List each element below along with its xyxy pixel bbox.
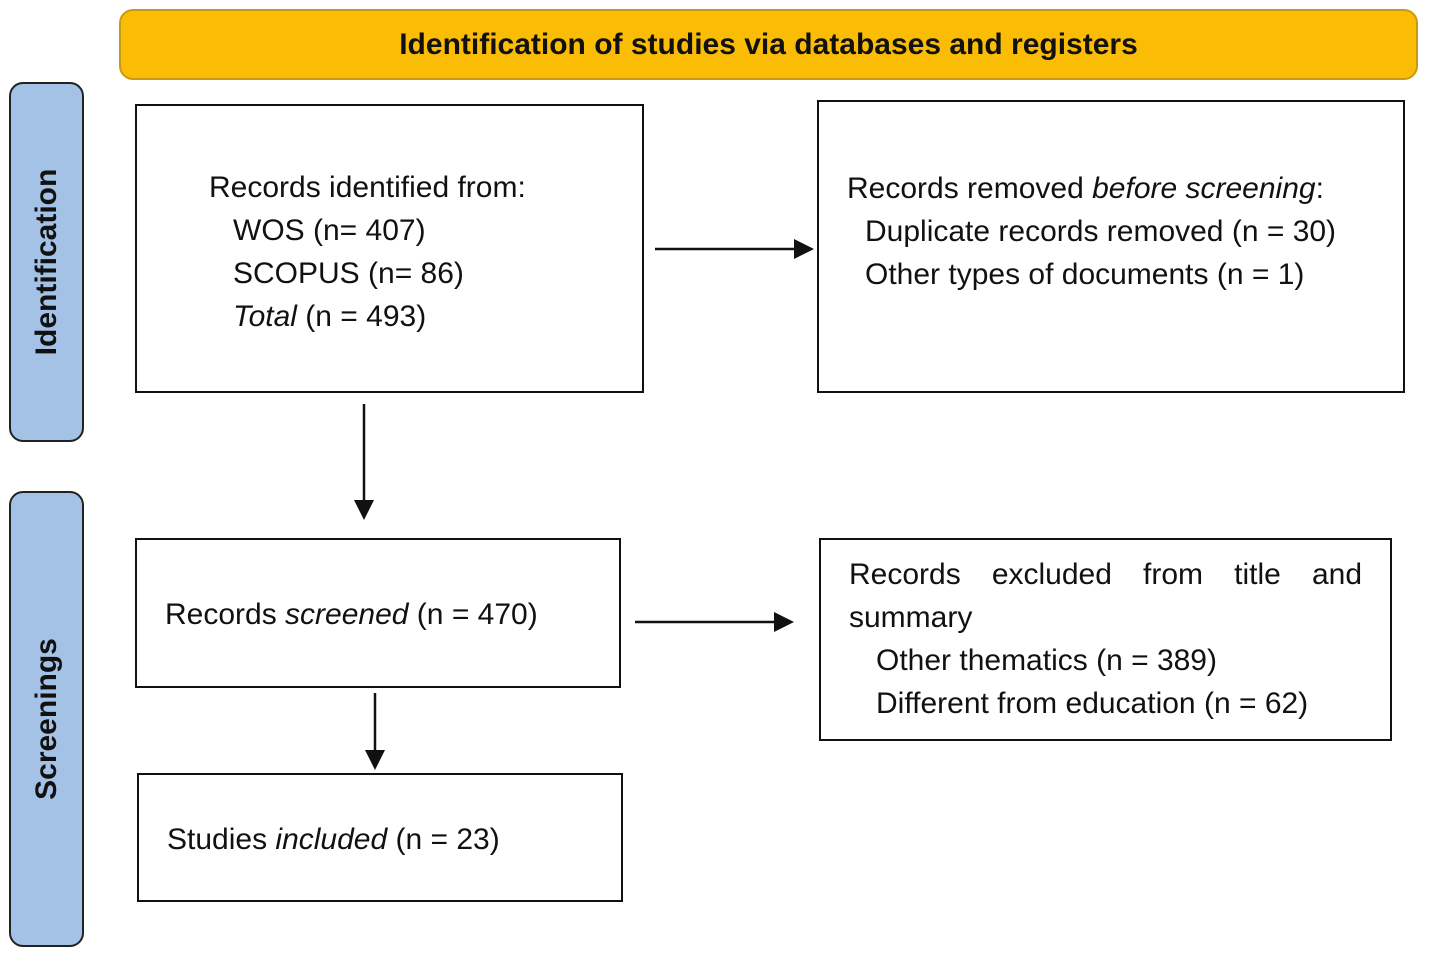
records-identified-heading: Records identified from: bbox=[209, 171, 526, 204]
arrow-identified-to-screened bbox=[354, 404, 374, 520]
studies-included-suffix: (n = 23) bbox=[387, 823, 500, 856]
header-banner: Identification of studies via databases … bbox=[119, 9, 1418, 80]
total-count: Total (n = 493) bbox=[209, 295, 642, 338]
scopus-count: SCOPUS (n= 86) bbox=[233, 257, 464, 290]
studies-included-box: Studies included (n = 23) bbox=[137, 773, 623, 902]
records-screened-text: Records screened (n = 470) bbox=[165, 593, 619, 636]
records-removed-heading: Records removed before screening: bbox=[847, 167, 1403, 210]
records-removed-box: Records removed before screening: Duplic… bbox=[817, 100, 1405, 393]
records-removed-heading-prefix: Records removed bbox=[847, 172, 1093, 205]
header-title: Identification of studies via databases … bbox=[399, 27, 1138, 61]
studies-included-text: Studies included (n = 23) bbox=[167, 818, 621, 861]
studies-included-prefix: Studies bbox=[167, 823, 276, 856]
records-excluded-heading-line2: summary bbox=[849, 601, 973, 634]
records-identified-box: Records identified from: WOS (n= 407) SC… bbox=[135, 104, 644, 393]
wos-count: WOS (n= 407) bbox=[233, 214, 426, 247]
records-screened-box: Records screened (n = 470) bbox=[135, 538, 621, 688]
other-document-types: Other types of documents (n = 1) bbox=[865, 258, 1305, 291]
records-screened-prefix: Records bbox=[165, 598, 286, 631]
records-removed-heading-emph: before screening bbox=[1092, 172, 1316, 205]
records-excluded-heading-line1: Records excluded from title and bbox=[849, 558, 1362, 591]
arrow-screened-to-included bbox=[365, 693, 385, 770]
arrow-screened-to-excluded bbox=[635, 612, 794, 632]
different-education-count: Different from education (n = 62) bbox=[876, 687, 1309, 720]
arrow-identified-to-removed bbox=[655, 239, 814, 259]
records-excluded-box: Records excluded from title and summary … bbox=[819, 538, 1392, 741]
records-screened-suffix: (n = 470) bbox=[408, 598, 538, 631]
studies-included-emph: included bbox=[275, 823, 388, 856]
records-removed-heading-suffix: : bbox=[1315, 172, 1324, 205]
total-label: Total bbox=[233, 300, 297, 333]
duplicate-records: Duplicate records removed (n = 30) bbox=[865, 215, 1337, 248]
other-thematics-count: Other thematics (n = 389) bbox=[876, 644, 1217, 677]
phase-tab-identification: Identification bbox=[9, 82, 84, 442]
phase-tab-screenings: Screenings bbox=[9, 491, 84, 947]
records-screened-emph: screened bbox=[285, 598, 409, 631]
total-value: (n = 493) bbox=[296, 300, 427, 333]
